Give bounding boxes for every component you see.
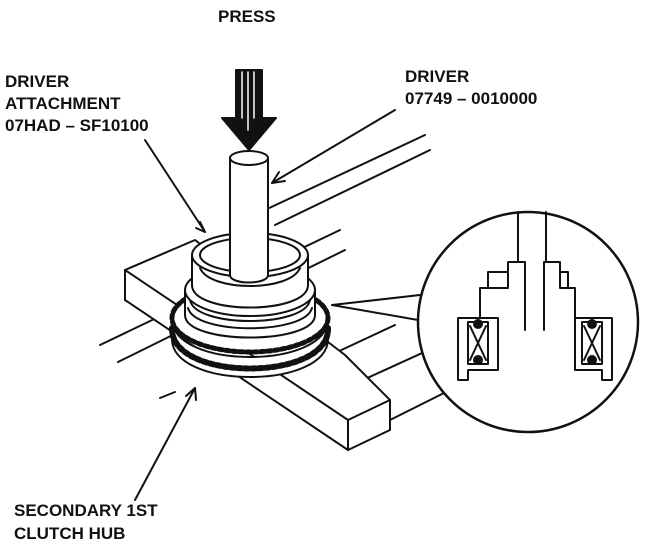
driver-shaft <box>229 150 269 284</box>
driver-attachment-line-2: ATTACHMENT <box>5 94 121 113</box>
driver-attachment-line-1: DRIVER <box>5 72 70 91</box>
press-label: PRESS <box>218 7 276 26</box>
driver-line-2: 07749 – 0010000 <box>405 89 538 108</box>
press-arrow-icon <box>221 69 277 151</box>
leader-lines <box>134 109 396 501</box>
driver-line-1: DRIVER <box>405 67 470 86</box>
detail-callout <box>331 210 640 434</box>
hub-line-1: SECONDARY 1ST <box>14 501 158 520</box>
hub-line-2: CLUTCH HUB <box>14 524 126 543</box>
driver-attachment-line-3: 07HAD – SF10100 <box>5 116 149 135</box>
